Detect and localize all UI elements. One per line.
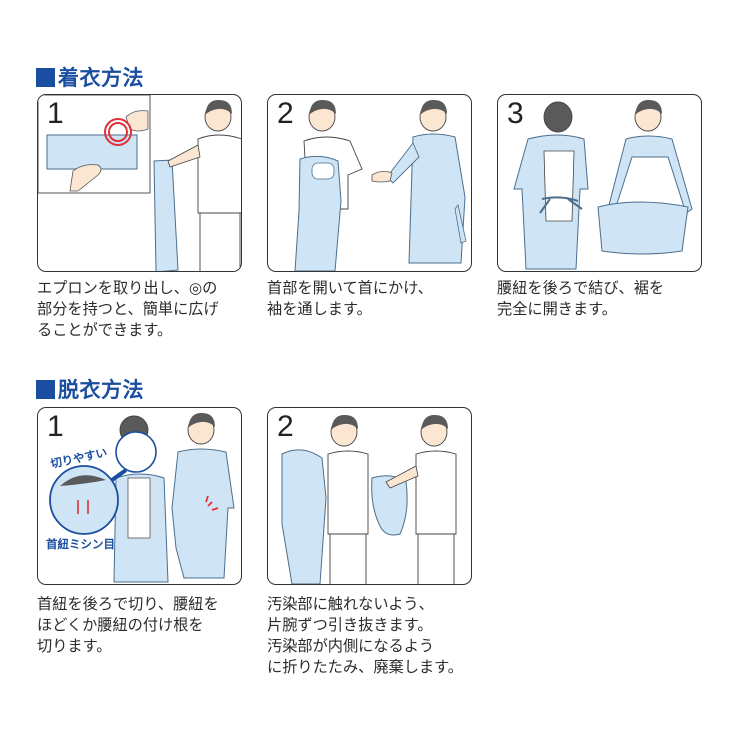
step-number: 1: [47, 97, 64, 130]
caption-line: 腰紐を後ろで結び、裾を: [497, 279, 665, 297]
doffing-step-2-drawing: [281, 414, 457, 584]
callout-neck-perforation: 首紐ミシン目: [46, 537, 115, 551]
section-title-donning: 着衣方法: [36, 62, 144, 92]
section-title-text: 着衣方法: [58, 66, 144, 90]
caption-line: に折りたたみ、廃棄します。: [267, 658, 463, 676]
caption-line: エプロンを取り出し、◎の: [37, 279, 218, 297]
doffing-step-1-illustration: 1 切りやすい 首紐ミシン目: [37, 407, 242, 585]
doffing-step-1-drawing: [49, 412, 235, 583]
step-number: 1: [47, 410, 64, 443]
donning-step-3-caption: 腰紐を後ろで結び、裾を 完全に開きます。: [497, 278, 712, 320]
caption-line: 汚染部が内側になるよう: [267, 637, 435, 655]
donning-step-2-caption: 首部を開いて首にかけ、 袖を通します。: [267, 278, 482, 320]
donning-step-2-illustration: 2: [267, 94, 472, 272]
caption-line: 完全に開きます。: [497, 300, 617, 318]
donning-step-2-drawing: [294, 99, 467, 271]
donning-step-1-drawing: [38, 95, 241, 271]
caption-line: 首部を開いて首にかけ、: [267, 279, 433, 297]
doffing-step-2-illustration: 2: [267, 407, 472, 585]
caption-line: 片腕ずつ引き抜きます。: [267, 616, 433, 634]
caption-line: 汚染部に触れないよう、: [267, 595, 434, 613]
caption-line: 切ります。: [37, 637, 112, 655]
caption-line: 部分を持つと、簡単に広げ: [37, 300, 219, 318]
step-number: 3: [507, 97, 524, 130]
caption-line: 袖を通します。: [267, 300, 372, 318]
square-bullet-icon: [36, 379, 55, 399]
section-title-doffing: 脱衣方法: [36, 374, 144, 404]
donning-step-1-illustration: 1: [37, 94, 242, 272]
section-title-text: 脱衣方法: [58, 378, 144, 402]
caption-line: ほどくか腰紐の付け根を: [37, 616, 204, 634]
step-number: 2: [277, 410, 294, 443]
doffing-step-2-caption: 汚染部に触れないよう、 片腕ずつ引き抜きます。 汚染部が内側になるよう に折りた…: [267, 594, 482, 678]
donning-step-1-caption: エプロンを取り出し、◎の 部分を持つと、簡単に広げ ることができます。: [37, 278, 252, 341]
donning-step-3-illustration: 3: [497, 94, 702, 272]
donning-step-3-drawing: [513, 99, 693, 270]
square-bullet-icon: [36, 67, 55, 87]
caption-line: ることができます。: [37, 321, 173, 339]
caption-line: 首紐を後ろで切り、腰紐を: [37, 595, 219, 613]
step-number: 2: [277, 97, 294, 130]
doffing-step-1-caption: 首紐を後ろで切り、腰紐を ほどくか腰紐の付け根を 切ります。: [37, 594, 252, 657]
